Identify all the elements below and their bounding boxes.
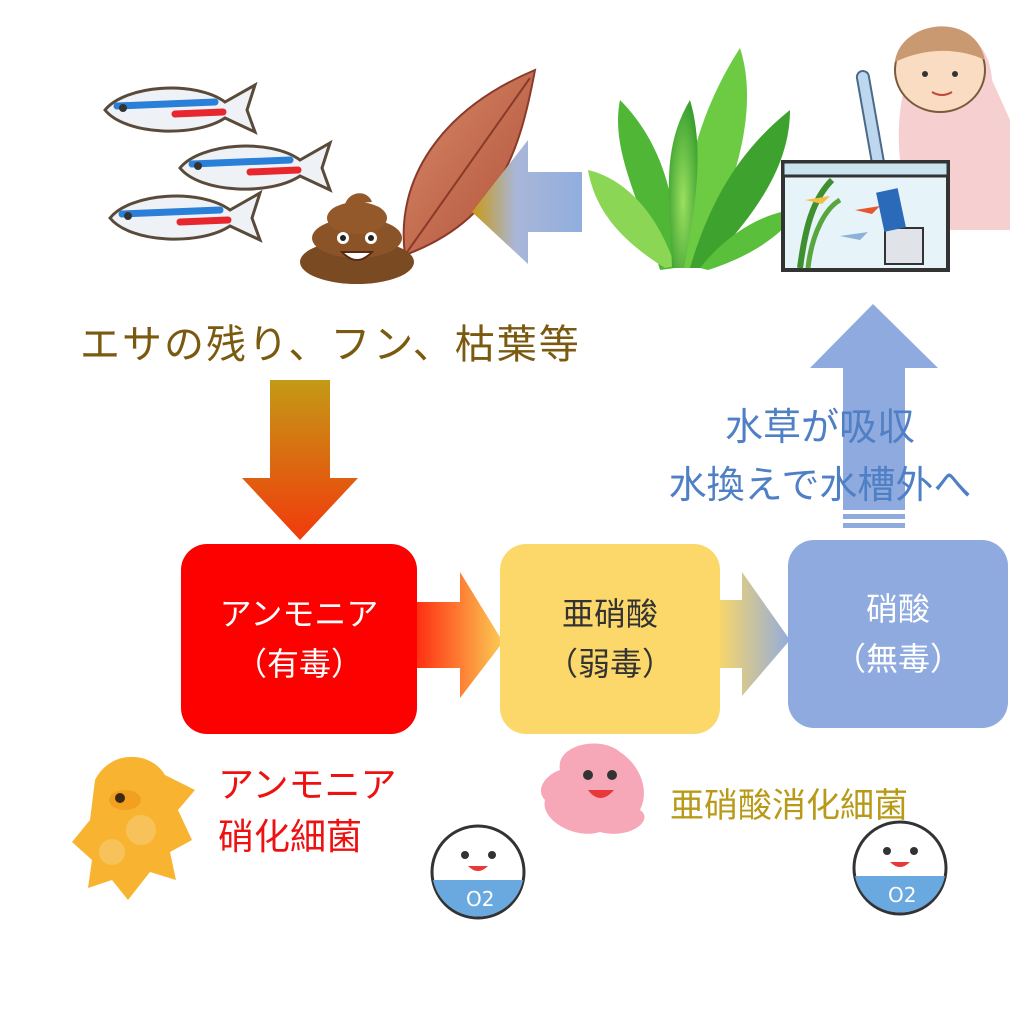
oxygen-label: O2 [888, 883, 916, 907]
aquatic-plant-icon [588, 48, 798, 270]
aquarium-tank-icon [781, 26, 1010, 272]
neon-tetra-fish-icon [103, 81, 333, 243]
oxygen-label: O2 [466, 887, 494, 911]
arrow-down-icon [242, 380, 358, 540]
arrow-right-icon [414, 572, 503, 698]
ammonia-bacteria-line2: 硝化細菌 [218, 817, 363, 858]
oxygen-character-icon: O2 [430, 824, 526, 920]
arrow-up-icon [810, 304, 938, 528]
ammonia-box: アンモニア （有毒） [181, 544, 417, 734]
nitrite-toxicity: （弱毒） [545, 645, 674, 683]
arrow-right-icon [718, 572, 790, 696]
plant-label-line1: 水草が吸収 [724, 405, 915, 449]
plant-absorption-label: 水草が吸収 水換えで水槽外へ [640, 398, 1000, 514]
plant-label-line2: 水換えで水槽外へ [668, 463, 972, 507]
ammonia-toxicity: （有毒） [234, 645, 363, 683]
nitrite-box: 亜硝酸 （弱毒） [500, 544, 720, 734]
nitrate-name: 硝酸 [865, 590, 930, 628]
nitrite-name: 亜硝酸 [561, 595, 658, 633]
nitrite-bacteria-label: 亜硝酸消化細菌 [670, 786, 908, 826]
poop-icon [300, 193, 414, 284]
nitrifying-bacteria-icon [72, 756, 195, 900]
ammonia-bacteria-label: アンモニア 硝化細菌 [218, 760, 397, 864]
nitrate-toxicity: （無毒） [833, 640, 962, 678]
waste-label: エサの残り、フン、枯葉等 [80, 322, 581, 368]
dead-leaf-icon [402, 68, 537, 257]
ammonia-name: アンモニア [219, 595, 379, 633]
oxygen-character-icon: O2 [852, 820, 948, 916]
nitrate-box: 硝酸 （無毒） [788, 540, 1008, 728]
ammonia-bacteria-line1: アンモニア [218, 765, 397, 806]
arrow-left-icon [472, 140, 582, 264]
nitrite-bacteria-icon [540, 743, 645, 834]
